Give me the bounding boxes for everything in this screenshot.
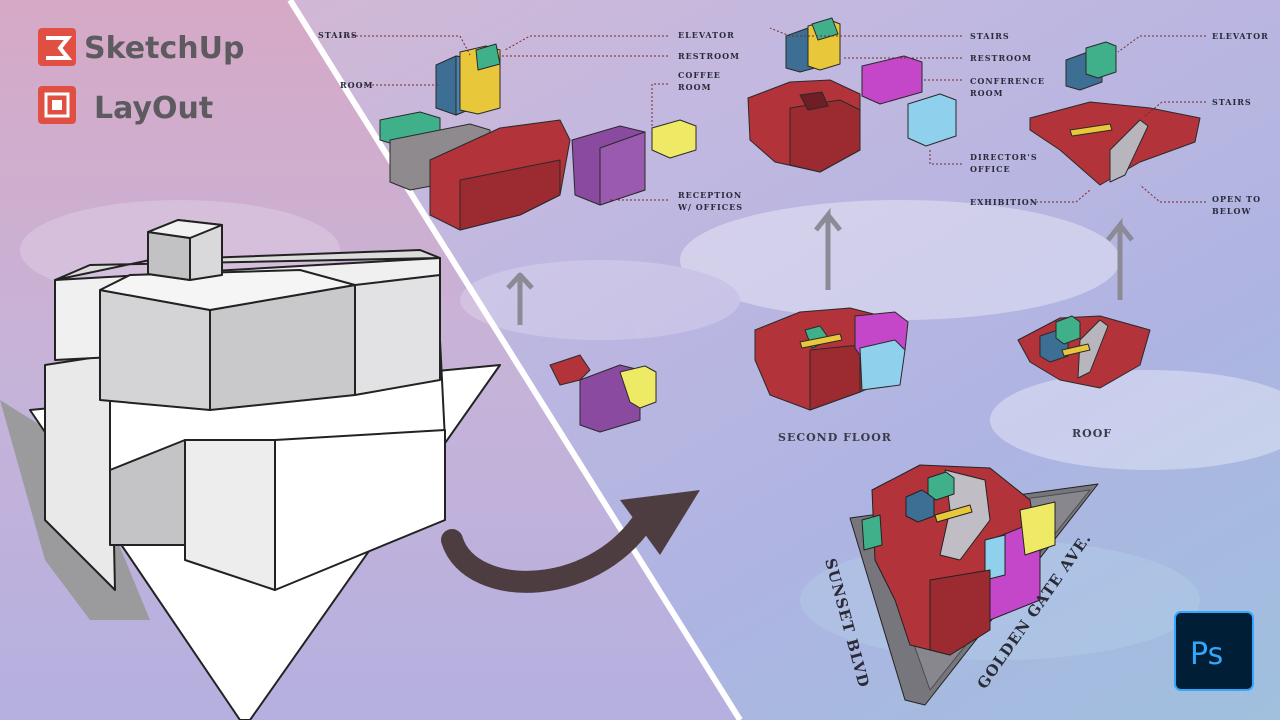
sketchup-label: SketchUp <box>84 31 244 66</box>
second-floor-exploded <box>747 17 957 173</box>
layout-logo-icon <box>38 86 76 124</box>
label-open-below-1: OPEN TO <box>1212 194 1261 204</box>
photoshop-label: Ps <box>1190 637 1223 672</box>
second-floor-arrow <box>814 207 842 290</box>
label-exhibition: EXHIBITION <box>970 197 1038 207</box>
label-directors-1: DIRECTOR'S <box>970 152 1038 162</box>
label-reception-2: W/ OFFICES <box>677 202 743 212</box>
photoshop-logo: Ps <box>1174 611 1254 691</box>
caption-roof: ROOF <box>1072 427 1112 440</box>
label-stairs-1: STAIRS <box>318 30 358 40</box>
first-floor-diagram <box>379 43 697 433</box>
label-elevator-1: ELEVATOR <box>678 30 735 40</box>
layout-label: LayOut <box>94 91 213 126</box>
label-reception-1: RECEPTION <box>678 190 742 200</box>
site-model <box>849 464 1099 706</box>
second-floor-labels: STAIRS RESTROOM CONFERENCE ROOM DIRECTOR… <box>970 31 1045 174</box>
label-restroom-1: RESTROOM <box>678 51 740 61</box>
roof-leaders <box>1032 35 1206 203</box>
label-coffee-2: ROOM <box>678 82 711 92</box>
roof-labels: ELEVATOR STAIRS EXHIBITION OPEN TO BELOW <box>970 31 1269 216</box>
roof-assembled <box>1017 315 1151 389</box>
caption-second-floor: SECOND FLOOR <box>778 431 892 444</box>
photoshop-logo-icon <box>1174 611 1254 691</box>
sketchup-logo: SketchUp <box>38 28 244 66</box>
second-floor-assembled <box>754 307 909 411</box>
label-conference-1: CONFERENCE <box>970 76 1045 86</box>
label-open-below-2: BELOW <box>1212 206 1251 216</box>
label-stairs-2: STAIRS <box>970 31 1010 41</box>
white-massing-model <box>0 219 501 720</box>
label-stairs-roof: STAIRS <box>1212 97 1252 107</box>
second-floor-leaders <box>769 27 962 165</box>
label-room-1: ROOM <box>340 80 373 90</box>
first-floor-leaders <box>340 35 668 201</box>
first-floor-labels: STAIRS ROOM ELEVATOR RESTROOM COFFEE ROO… <box>318 30 743 212</box>
label-directors-2: OFFICE <box>970 164 1011 174</box>
layout-logo: LayOut <box>38 86 213 126</box>
brush-arrow <box>441 490 700 593</box>
panel-divider <box>287 0 743 720</box>
roof-arrow <box>1106 217 1134 300</box>
label-coffee-1: COFFEE <box>678 70 721 80</box>
label-restroom-2: RESTROOM <box>970 53 1032 63</box>
label-conference-2: ROOM <box>970 88 1003 98</box>
label-elevator-roof: ELEVATOR <box>1212 31 1269 41</box>
sketchup-logo-icon <box>38 28 76 66</box>
roof-exploded <box>1029 41 1201 186</box>
